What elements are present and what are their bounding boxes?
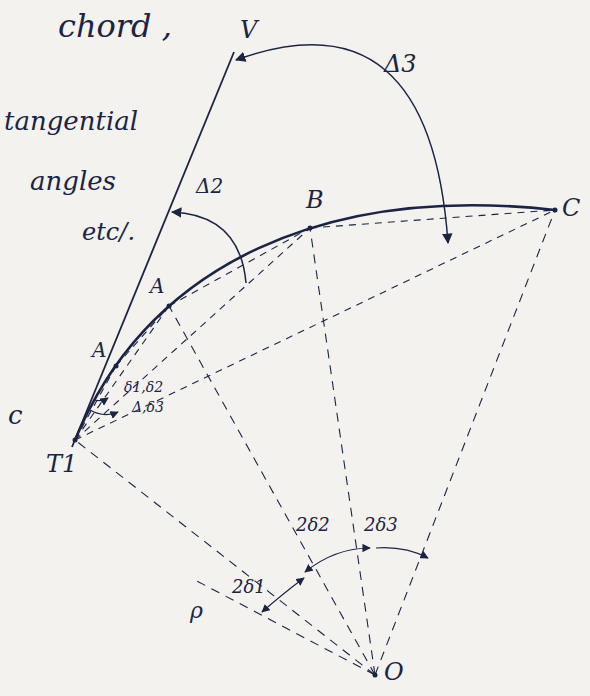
margin-note: c bbox=[8, 402, 23, 428]
angle-label: 2δ3 bbox=[364, 516, 398, 534]
point-label: V bbox=[240, 18, 257, 42]
angle-label: Δ,δ3 bbox=[132, 400, 164, 414]
point-label: A bbox=[92, 340, 106, 360]
point-label: T1 bbox=[46, 452, 77, 476]
angle-label: 2δ2 bbox=[296, 516, 330, 534]
curve-points bbox=[73, 208, 558, 678]
point-label: C bbox=[562, 196, 580, 220]
point-label: B bbox=[306, 188, 324, 212]
construction-lines bbox=[72, 45, 555, 675]
margin-note: angles bbox=[30, 168, 116, 194]
angle-label: δ1,δ2 bbox=[124, 380, 163, 394]
margin-note: tangential bbox=[4, 108, 138, 134]
point-label: O bbox=[384, 660, 404, 684]
angle-label: Δ3 bbox=[384, 52, 417, 76]
margin-note: etc/. bbox=[82, 220, 135, 244]
angle-label: 2δ1 bbox=[232, 578, 266, 596]
point-label: A bbox=[150, 276, 164, 296]
angle-label: Δ2 bbox=[196, 176, 223, 196]
point-label: ρ bbox=[190, 600, 203, 622]
margin-note: chord , bbox=[58, 10, 172, 42]
